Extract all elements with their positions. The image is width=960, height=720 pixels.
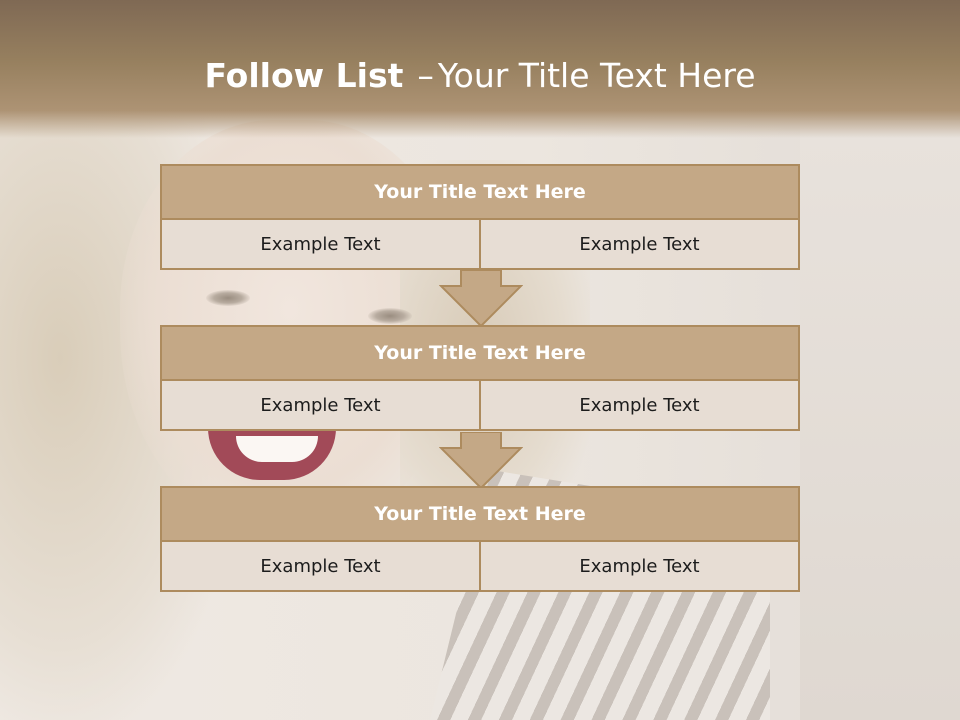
down-arrow-icon bbox=[439, 270, 523, 326]
flow-block-cell-left: Example Text bbox=[160, 542, 481, 592]
background-teeth bbox=[236, 436, 318, 462]
down-arrow-icon bbox=[439, 432, 523, 488]
background-wall bbox=[800, 120, 960, 720]
flow-block-cell-left: Example Text bbox=[160, 381, 481, 431]
flow-block-cell-right: Example Text bbox=[479, 542, 800, 592]
flow-block-row: Example Text Example Text bbox=[160, 220, 800, 270]
flow-block-row: Example Text Example Text bbox=[160, 542, 800, 592]
slide-title: Follow List–Your Title Text Here bbox=[0, 56, 960, 96]
flow-block-title: Your Title Text Here bbox=[160, 486, 800, 542]
flow-block-3: Your Title Text Here Example Text Exampl… bbox=[160, 486, 800, 592]
flow-block-title: Your Title Text Here bbox=[160, 325, 800, 381]
flow-block-cell-left: Example Text bbox=[160, 220, 481, 270]
background-eye-right bbox=[368, 308, 412, 324]
flow-block-1: Your Title Text Here Example Text Exampl… bbox=[160, 164, 800, 270]
flow-block-row: Example Text Example Text bbox=[160, 381, 800, 431]
header-band bbox=[0, 0, 960, 138]
slide-title-rest: Your Title Text Here bbox=[437, 56, 756, 95]
flow-block-cell-right: Example Text bbox=[479, 381, 800, 431]
slide-title-dash: – bbox=[417, 56, 434, 95]
slide-title-strong: Follow List bbox=[204, 56, 404, 95]
background-eye-left bbox=[206, 290, 250, 306]
flow-block-cell-right: Example Text bbox=[479, 220, 800, 270]
flow-block-title: Your Title Text Here bbox=[160, 164, 800, 220]
flow-block-2: Your Title Text Here Example Text Exampl… bbox=[160, 325, 800, 431]
